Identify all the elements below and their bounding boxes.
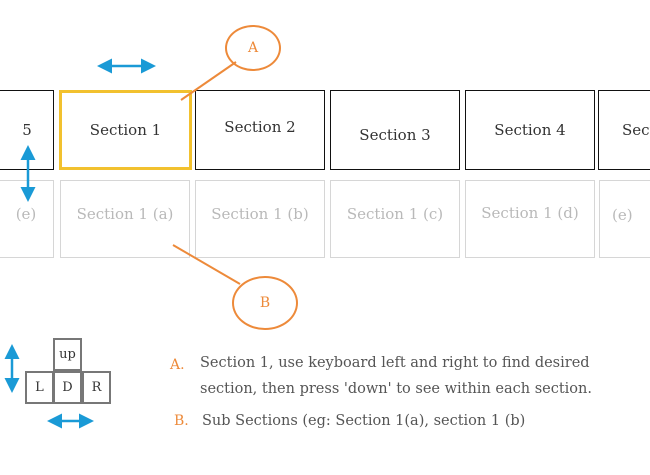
legend-a-text: Section 1, use keyboard left and right t… <box>200 350 592 402</box>
subsection-label: Section 1 (a) <box>76 205 174 223</box>
section-label: Sect <box>622 121 650 139</box>
subsection-label: Section 1 (c) <box>346 205 444 223</box>
section-tile-3[interactable]: Section 3 <box>330 90 460 170</box>
subsection-label: (e) <box>15 205 37 223</box>
subsection-label: Section 1 (d) <box>481 204 579 222</box>
section-label: Section 2 <box>224 118 296 136</box>
legend-a-letter: A. <box>170 357 185 373</box>
legend-b-text: Sub Sections (eg: Section 1(a), section … <box>202 413 526 429</box>
callout-a: A <box>225 25 281 71</box>
subsection-tile-1d[interactable]: Section 1 (d) <box>465 180 595 258</box>
section-tile-next[interactable]: Sect <box>598 90 650 170</box>
section-label: Section 1 <box>89 121 162 139</box>
key-up-label: up <box>59 347 76 362</box>
legend-b-letter: B. <box>174 413 189 429</box>
legend-a-line1: Section 1, use keyboard left and right t… <box>200 355 590 371</box>
section-tile-1-selected[interactable]: Section 1 <box>59 90 192 170</box>
key-right[interactable]: R <box>82 371 111 404</box>
callout-a-leader <box>180 61 237 101</box>
key-down-label: D <box>62 380 73 395</box>
key-left-label: L <box>35 380 44 395</box>
callout-b-label: B <box>259 295 271 311</box>
subsection-tile-1b[interactable]: Section 1 (b) <box>195 180 325 258</box>
subsection-label: Section 1 (b) <box>211 205 309 223</box>
subsection-tile-1c[interactable]: Section 1 (c) <box>330 180 460 258</box>
callout-b: B <box>232 276 298 330</box>
section-label: 5 <box>22 121 32 139</box>
subsection-label: (e) <box>612 206 633 224</box>
key-down[interactable]: D <box>53 371 82 404</box>
callout-b-leader <box>172 244 241 285</box>
subsection-tile-next-e[interactable]: (e) <box>599 180 650 258</box>
section-tile-4[interactable]: Section 4 <box>465 90 595 170</box>
section-tile-2[interactable]: Section 2 <box>195 90 325 170</box>
subsection-tile-e[interactable]: (e) <box>0 180 54 258</box>
legend-a-line2: section, then press 'down' to see within… <box>200 381 592 397</box>
section-label: Section 3 <box>359 126 431 144</box>
key-up[interactable]: up <box>53 338 82 371</box>
subsection-tile-1a[interactable]: Section 1 (a) <box>60 180 190 258</box>
callout-a-label: A <box>247 40 259 56</box>
key-right-label: R <box>91 380 102 395</box>
key-left[interactable]: L <box>25 371 54 404</box>
section-label: Section 4 <box>494 121 566 139</box>
